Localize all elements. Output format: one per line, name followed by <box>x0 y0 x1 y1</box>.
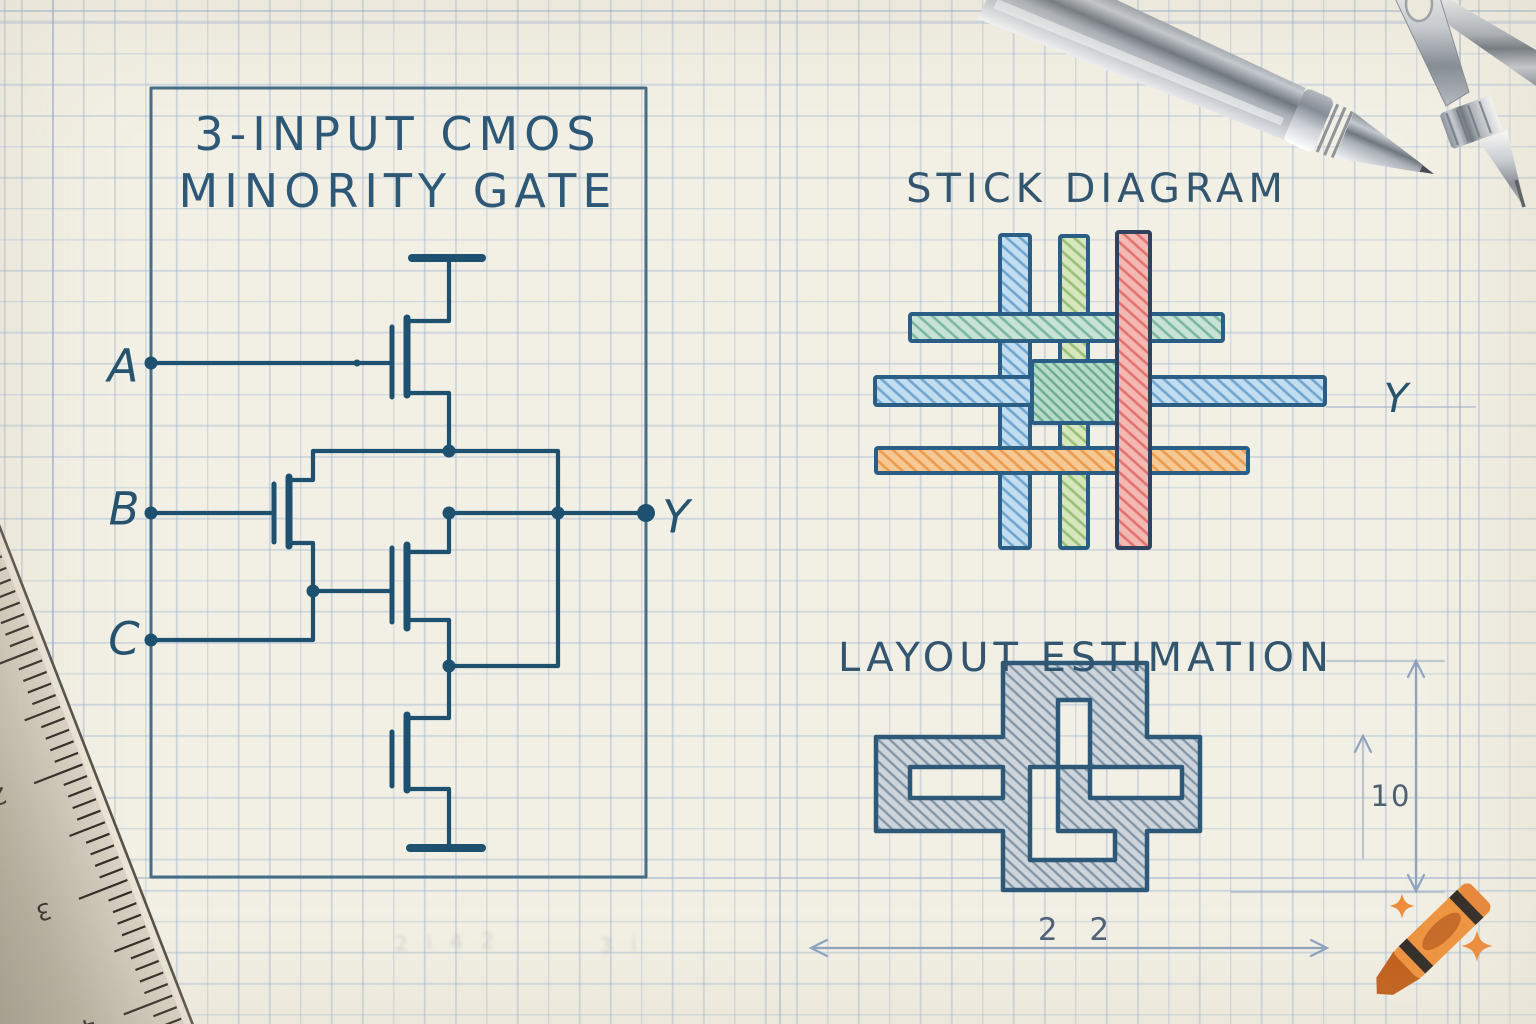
ruler-number: 3 <box>33 896 54 925</box>
crayon-logo <box>1376 883 1493 995</box>
pen-icon <box>978 0 1434 174</box>
ruler-bevel <box>0 412 239 1024</box>
pencil-scribble: 2 i 4 2 <box>394 928 501 956</box>
stick-diagram <box>873 230 1327 550</box>
grid-major-line <box>52 0 54 1024</box>
transistor-channels <box>285 314 411 794</box>
compass-leg <box>1395 0 1470 107</box>
stick-orange-horizontal <box>874 446 1250 475</box>
input-label-c: C <box>108 612 140 666</box>
stick-output-label-y: Y <box>1383 376 1409 422</box>
schematic-frame <box>149 86 648 879</box>
ruler-ticks <box>0 555 182 1024</box>
sparkle-icon <box>1389 893 1415 919</box>
layout-estimation-title: LAYOUT ESTIMATION <box>838 635 1334 681</box>
stick-teal-horizontal <box>908 312 1225 343</box>
pen-grip-cone <box>1334 112 1423 173</box>
pencil-scribble: 3 i <box>599 932 644 958</box>
ruler-number: 2 <box>0 781 9 810</box>
input-label-a: A <box>107 339 139 393</box>
grid-major-line <box>779 0 781 1024</box>
stick-red-vertical <box>1115 230 1152 550</box>
ruler-number: 4 <box>78 1012 99 1024</box>
ruler-edge <box>0 412 239 1024</box>
layout-pinwheel <box>873 660 1203 893</box>
schematic-wires <box>148 255 649 851</box>
crayon-tip <box>1376 951 1421 995</box>
pen-highlight <box>993 0 1284 126</box>
compass-needle-cone <box>1480 130 1524 207</box>
pen-barrel <box>978 0 1306 140</box>
input-label-b: B <box>108 482 140 536</box>
output-node-dot <box>637 504 655 522</box>
compass-knurl <box>1440 96 1502 149</box>
compass-needle <box>1514 179 1526 208</box>
schematic-title-line1: 3-INPUT CMOS <box>194 107 602 161</box>
output-label-y: Y <box>662 490 690 544</box>
ruler-icon: 0 1 2 3 4 0 <box>0 412 239 1024</box>
stick-diagram-title: STICK DIAGRAM <box>906 166 1288 212</box>
dimension-annotations <box>808 658 1446 958</box>
crayon-end <box>1460 883 1491 915</box>
crayon-icon <box>1376 883 1491 995</box>
layout-estimation-shape <box>873 660 1203 893</box>
ruler-numbers: 0 1 2 3 4 <box>0 781 99 1024</box>
grid-major-line <box>0 877 1536 879</box>
pen-collar <box>1285 89 1334 151</box>
junction-dots <box>144 356 655 673</box>
crayon-stripe <box>1398 938 1434 974</box>
grid-major-line <box>1459 0 1461 1024</box>
height-dimension-value: 10 <box>1370 779 1412 813</box>
schematic-circuit <box>144 86 655 879</box>
crayon-stripe <box>1449 889 1484 925</box>
transistor-gates <box>271 324 395 789</box>
compass-arm <box>1440 0 1536 86</box>
crayon-label-oval <box>1422 912 1461 951</box>
sparkle-icon <box>1461 930 1493 962</box>
schematic-title-line2: MINORITY GATE <box>178 164 618 218</box>
compass-leg-hole <box>1404 0 1434 23</box>
width-dimension-value: 2 2 <box>1037 912 1121 948</box>
grid-major-line <box>0 10 1536 12</box>
width-arrowheads <box>808 938 1330 958</box>
stick-center-contact <box>1030 359 1119 425</box>
pen-ridges <box>1315 103 1354 158</box>
compass-icon <box>1395 0 1536 208</box>
grid-major-line <box>1326 406 1476 408</box>
